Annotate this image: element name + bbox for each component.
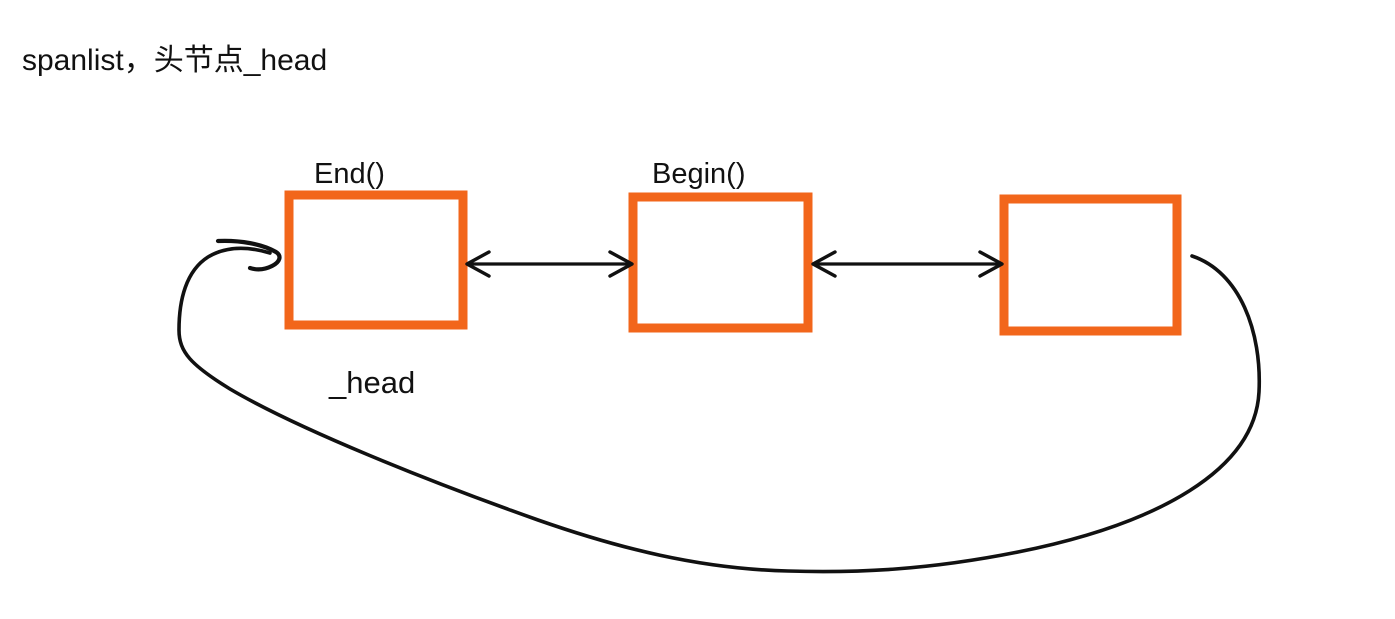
node-head-label-below: _head <box>328 365 415 400</box>
node-third[interactable] <box>999 194 1182 336</box>
page-title: spanlist，头节点_head <box>22 44 327 77</box>
link-first-third-arrowhead-right-icon <box>978 250 1004 278</box>
loop-back-curve <box>177 246 1262 574</box>
node-head[interactable]: End() _head <box>284 158 468 400</box>
node-head-label-above: End() <box>314 158 385 190</box>
node-third-box[interactable] <box>999 194 1182 336</box>
link-first-third <box>811 250 1004 278</box>
link-head-first-arrowhead-left-icon <box>465 250 491 278</box>
link-head-first-arrowhead-right-icon <box>608 250 634 278</box>
loop-arrowhead-icon <box>215 238 282 272</box>
node-first-label-above: Begin() <box>652 158 746 190</box>
node-head-box[interactable] <box>284 190 468 330</box>
link-first-third-arrowhead-left-icon <box>811 250 837 278</box>
node-first-box[interactable] <box>628 192 813 333</box>
node-first[interactable]: Begin() <box>628 158 813 333</box>
link-head-first <box>465 250 634 278</box>
